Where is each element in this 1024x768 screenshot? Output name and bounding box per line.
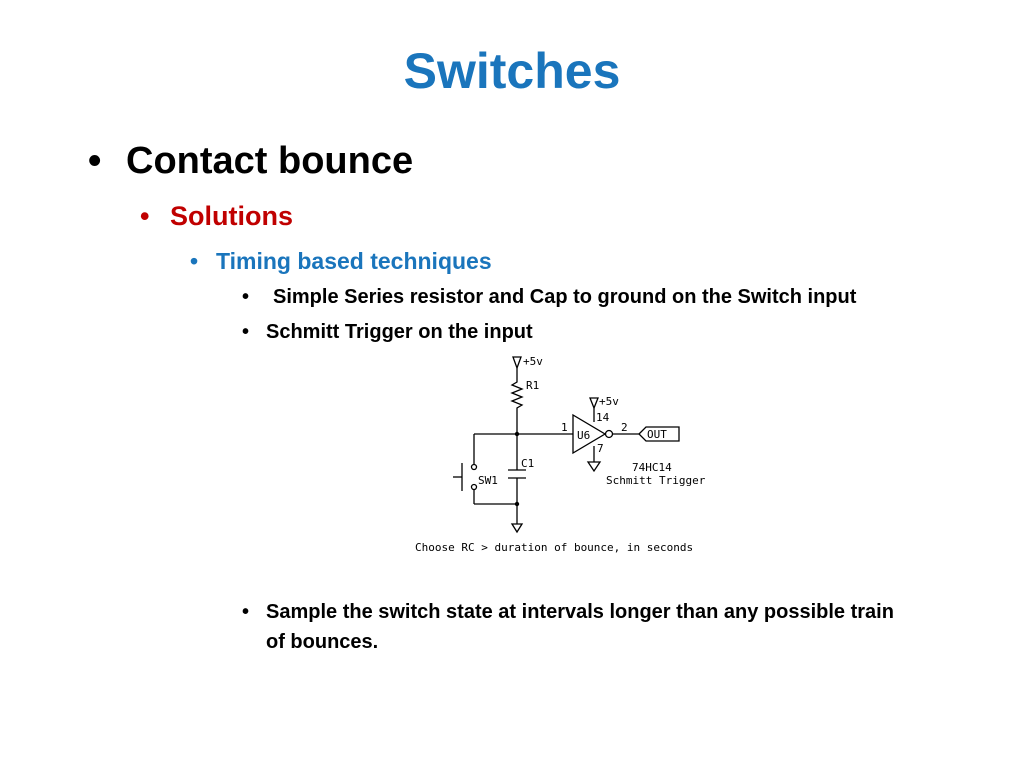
schematic-caption: Choose RC > duration of bounce, in secon…: [415, 541, 693, 554]
schmitt-inverter-u6: [572, 413, 607, 455]
bullet-marker: •: [242, 601, 250, 623]
bullet-solutions: Solutions: [170, 201, 293, 231]
bullet-series-resistor-cap: Simple Series resistor and Cap to ground…: [273, 286, 857, 308]
vcc-top-label: +5v: [523, 355, 543, 368]
c1-label: C1: [521, 457, 534, 470]
bullet-contact-bounce: Contact bounce: [126, 140, 414, 182]
junction-dot: [514, 431, 520, 437]
ground-symbol: [510, 523, 524, 534]
out-label: OUT: [647, 428, 667, 441]
bullet-marker: •: [88, 140, 102, 182]
gate-u6-label: U6: [577, 429, 590, 442]
pin-14-label: 14: [596, 411, 610, 424]
resistor-r1: [510, 378, 524, 434]
slide-title: Switches: [403, 43, 621, 99]
bullet-marker: •: [190, 248, 199, 274]
r1-label: R1: [526, 379, 539, 392]
pin-1-label: 1: [561, 421, 568, 434]
inverter-bubble: [604, 429, 614, 439]
bullet-marker: •: [242, 321, 250, 343]
part-number-label: 74HC14: [632, 461, 672, 474]
gate-ground-symbol: [586, 461, 602, 473]
sw1-label: SW1: [478, 474, 498, 487]
output-connector: [638, 426, 680, 442]
switch-contact-bottom: [470, 483, 478, 491]
bullet-timing-techniques: Timing based techniques: [216, 248, 492, 274]
vcc-gate-label: +5v: [599, 395, 619, 408]
bullet-sample-line2: of bounces.: [266, 631, 379, 653]
bullet-marker: •: [242, 286, 250, 308]
part-desc-label: Schmitt Trigger: [606, 474, 706, 487]
pin-2-label: 2: [621, 421, 628, 434]
vcc-arrow-top: [512, 356, 522, 370]
junction-dot: [514, 501, 520, 507]
vcc-arrow-gate: [589, 397, 599, 410]
bullet-marker: •: [140, 201, 150, 231]
bullet-schmitt-trigger: Schmitt Trigger on the input: [266, 321, 533, 343]
pin-7-label: 7: [597, 442, 604, 455]
bullet-sample-line1: Sample the switch state at intervals lon…: [266, 601, 894, 623]
switch-contact-top: [470, 463, 478, 471]
